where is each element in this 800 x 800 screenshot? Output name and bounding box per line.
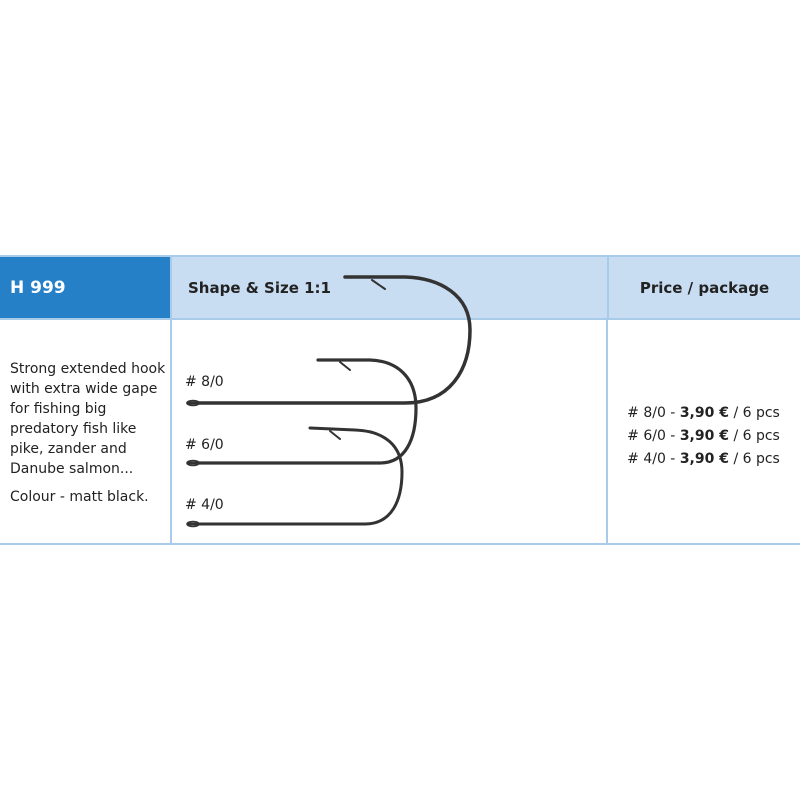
product-table: H 999 Shape & Size 1:1 Price / package S… — [0, 255, 800, 545]
divider — [170, 318, 172, 543]
size-label: # 8/0 — [185, 374, 224, 390]
hook-4-0-icon — [186, 426, 404, 528]
divider — [0, 318, 800, 320]
shape-size-header: Shape & Size 1:1 — [170, 257, 607, 318]
price-list: # 8/0 - 3,90 € / 6 pcs # 6/0 - 3,90 € / … — [607, 402, 800, 471]
product-description: Strong extended hook with extra wide gap… — [10, 359, 168, 515]
hook-8-0-icon — [186, 275, 472, 407]
price-row: # 4/0 - 3,90 € / 6 pcs — [627, 451, 780, 467]
size-label: # 6/0 — [185, 437, 224, 453]
colour-text: Colour - matt black. — [10, 489, 149, 505]
size-label: # 4/0 — [185, 497, 224, 513]
price-row: # 8/0 - 3,90 € / 6 pcs — [627, 405, 780, 421]
price-row: # 6/0 - 3,90 € / 6 pcs — [627, 428, 780, 444]
divider — [606, 318, 608, 543]
description-text: Strong extended hook with extra wide gap… — [10, 361, 166, 477]
price-header: Price / package — [607, 257, 800, 318]
product-code: H 999 — [0, 257, 170, 318]
hook-6-0-icon — [186, 358, 418, 467]
